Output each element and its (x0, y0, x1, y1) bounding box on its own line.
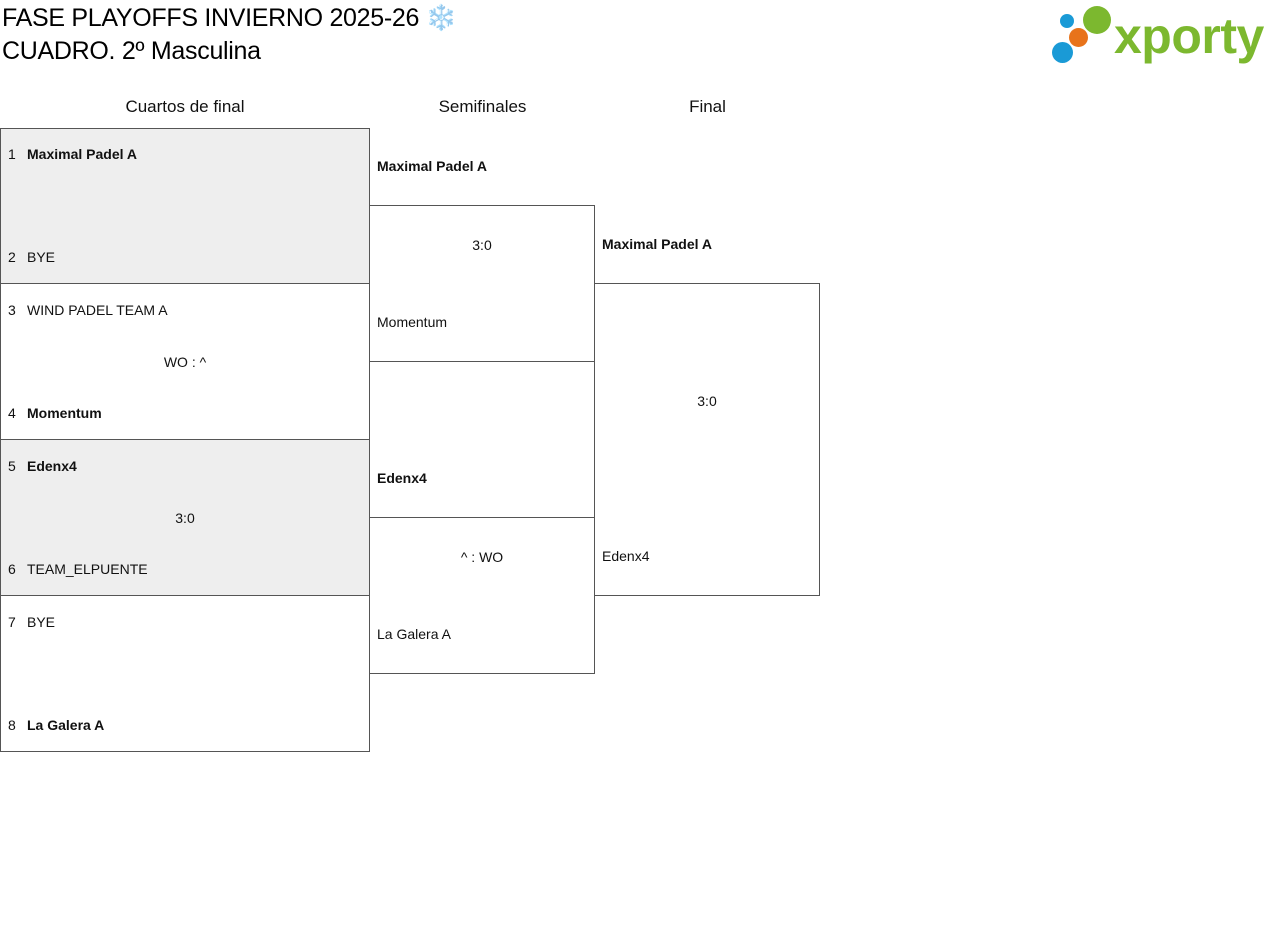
team-entry[interactable]: 1 Maximal Padel A (8, 145, 137, 163)
round-header-final: Final (689, 97, 726, 116)
team-seed: 2 (8, 249, 16, 265)
page-subtitle: CUADRO. 2º Masculina (2, 37, 261, 65)
match-score: 3:0 (472, 237, 492, 253)
team-entry[interactable]: 5 Edenx4 (8, 457, 77, 475)
match-score: WO : ^ (163, 354, 207, 370)
team-name: Edenx4 (27, 458, 77, 474)
team-name: WIND PADEL TEAM A (27, 302, 168, 318)
logo-dot-blue (1052, 42, 1073, 63)
team-seed: 3 (8, 302, 16, 318)
final-top-team[interactable]: Maximal Padel A (602, 236, 712, 252)
quarterfinal-match-3: 5 Edenx4 3:0 6 TEAM_ELPUENTE (0, 439, 370, 596)
team-seed: 8 (8, 717, 16, 733)
logo-dot-green (1083, 6, 1111, 34)
semifinal-2-top-team[interactable]: Edenx4 (377, 470, 427, 486)
semifinal-1-bottom-team[interactable]: Momentum (377, 314, 448, 330)
team-seed: 1 (8, 146, 16, 162)
team-seed: 7 (8, 614, 16, 630)
team-name: Maximal Padel A (27, 146, 137, 162)
team-name: TEAM_ELPUENTE (27, 561, 148, 577)
quarterfinal-match-2: 3 WIND PADEL TEAM A WO : ^ 4 Momentum (0, 283, 370, 440)
team-entry[interactable]: 4 Momentum (8, 404, 102, 422)
round-header-semifinals: Semifinales (438, 97, 527, 116)
semifinal-2-bottom-team[interactable]: La Galera A (377, 626, 451, 642)
team-entry[interactable]: 7 BYE (8, 613, 55, 631)
team-name: BYE (27, 249, 56, 265)
match-score: 3:0 (175, 510, 195, 526)
team-name: BYE (27, 614, 56, 630)
team-entry[interactable]: 6 TEAM_ELPUENTE (8, 560, 148, 578)
quarterfinal-match-4: 7 BYE 8 La Galera A (0, 595, 370, 752)
team-entry[interactable]: 2 BYE (8, 248, 55, 266)
quarterfinal-match-1: 1 Maximal Padel A 2 BYE (0, 128, 370, 284)
team-name: La Galera A (27, 717, 105, 733)
team-seed: 5 (8, 458, 16, 474)
semifinal-match-2: ^ : WO La Galera A (369, 517, 595, 674)
final-match: 3:0 Edenx4 (594, 283, 820, 596)
match-score: 3:0 (697, 393, 717, 409)
team-entry[interactable]: 3 WIND PADEL TEAM A (8, 301, 168, 319)
semifinal-1-top-team[interactable]: Maximal Padel A (377, 158, 487, 174)
match-score: ^ : WO (460, 549, 504, 565)
page-title: FASE PLAYOFFS INVIERNO 2025-26 ❄️ (2, 4, 457, 32)
final-bottom-team[interactable]: Edenx4 (602, 548, 650, 564)
logo-dot-orange (1069, 28, 1088, 47)
team-entry[interactable]: 8 La Galera A (8, 716, 104, 734)
logo-dot-blue-small (1060, 14, 1074, 28)
team-seed: 4 (8, 405, 16, 421)
round-header-quarterfinals: Cuartos de final (125, 97, 245, 116)
team-name: Momentum (27, 405, 102, 421)
xporty-logo: xporty (1050, 4, 1278, 68)
semifinal-match-1: 3:0 Momentum (369, 205, 595, 362)
logo-wordmark: xporty (1114, 8, 1264, 64)
team-seed: 6 (8, 561, 16, 577)
